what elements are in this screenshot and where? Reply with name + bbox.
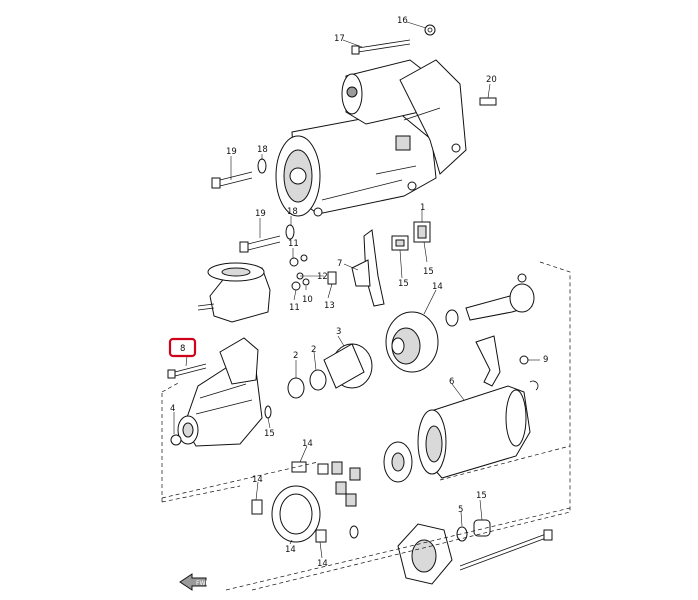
starter-assembly: [275, 59, 467, 217]
label-14-e: 14: [317, 559, 328, 569]
washer-18-upper: [257, 158, 267, 174]
washer-18-lower: [285, 224, 295, 240]
ring-2-b: [309, 369, 327, 391]
label-6: 6: [449, 377, 454, 387]
label-5: 5: [458, 505, 463, 515]
brushes: [331, 461, 361, 507]
label-12: 12: [317, 272, 328, 282]
label-18-upper: 18: [257, 145, 268, 155]
label-16: 16: [397, 16, 408, 26]
label-11-upper: 11: [288, 239, 299, 249]
label-15-d: 15: [476, 491, 487, 501]
bracket-9: [475, 335, 539, 391]
label-18-lower: 18: [287, 207, 298, 217]
leader-lines: [173, 21, 540, 559]
label-7: 7: [337, 259, 342, 269]
bolt-8: [167, 363, 207, 379]
clip-15-left: [264, 405, 272, 419]
washer-upper: [300, 254, 308, 262]
brush-holder-15-a: [391, 235, 409, 251]
nut-16: [424, 24, 436, 36]
part-labels: 16 17 20 19 18 19 18 1 11 12 7 15 15 14 …: [170, 16, 548, 569]
label-2-a: 2: [293, 351, 298, 361]
exploded-boundary: [161, 261, 571, 591]
brush-spring: [349, 525, 359, 539]
label-2-b: 2: [311, 345, 316, 355]
shift-lever-7: [351, 229, 385, 307]
pin-20: [479, 97, 497, 106]
label-4: 4: [170, 404, 175, 414]
washer-10: [302, 278, 310, 286]
label-15-c: 15: [264, 429, 275, 439]
direction-text: FWD: [196, 580, 210, 587]
drive-end-14: [385, 311, 439, 373]
label-19-lower: 19: [255, 209, 266, 219]
nut-11-upper: [289, 257, 299, 267]
brush-ring-14: [251, 461, 329, 543]
highlight-box: [168, 337, 197, 358]
bolt-17: [351, 39, 411, 55]
rear-cover: [397, 523, 453, 585]
label-14-b: 14: [302, 439, 313, 449]
label-10: 10: [302, 295, 313, 305]
label-15-a: 15: [423, 267, 434, 277]
label-14-a: 14: [432, 282, 443, 292]
direction-marker: FWD: [179, 573, 210, 591]
bolt-19-upper: [211, 171, 253, 189]
nose-housing-4: [170, 337, 263, 447]
brush-holder-15-b: [413, 221, 431, 243]
solenoid-12: [197, 262, 271, 323]
nut-11-lower: [291, 281, 301, 291]
clip-13: [327, 271, 337, 285]
through-bolt: [459, 529, 553, 571]
label-20: 20: [486, 75, 497, 85]
bushing-5: [456, 526, 468, 542]
pinion-3: [323, 343, 373, 389]
label-14-d: 14: [285, 545, 296, 555]
label-8: 8: [180, 344, 185, 354]
armature-shaft: [445, 273, 535, 327]
yoke-6: [417, 385, 531, 479]
label-13: 13: [324, 301, 335, 311]
bolt-19-lower: [239, 235, 281, 253]
label-14-c: 14: [252, 475, 263, 485]
label-19-upper: 19: [226, 147, 237, 157]
exploded-boundary-bottom: [161, 461, 571, 591]
ring-2-a: [287, 377, 305, 399]
label-11-lower: 11: [289, 303, 300, 313]
label-17: 17: [334, 34, 345, 44]
label-9: 9: [543, 355, 548, 365]
label-3: 3: [336, 327, 341, 337]
end-plate: [383, 441, 413, 483]
label-15-b: 15: [398, 279, 409, 289]
label-1: 1: [420, 203, 425, 213]
